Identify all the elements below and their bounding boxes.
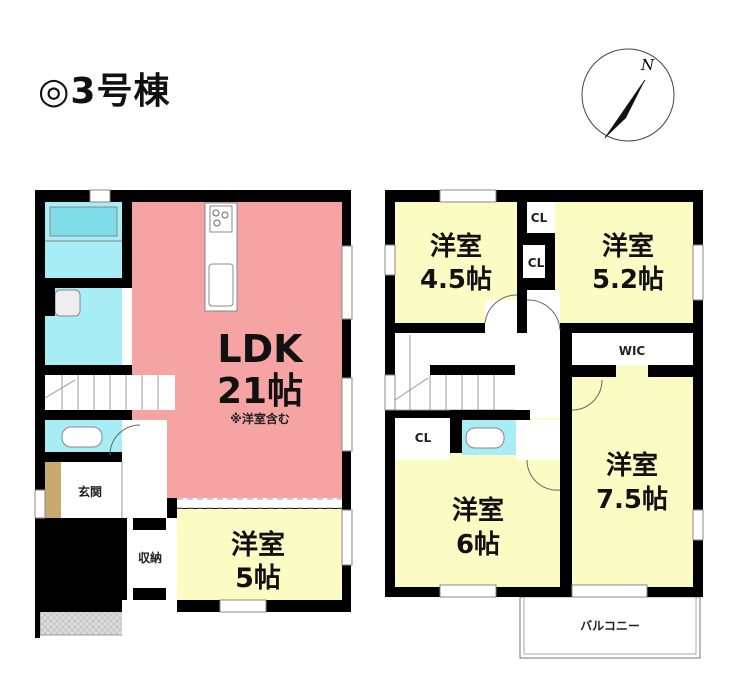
western5-size: 5帖: [235, 563, 281, 594]
shoe-shelf: [45, 462, 61, 518]
room-c-name: 洋室: [452, 495, 504, 526]
compass-icon: N: [581, 48, 675, 142]
toilet-icon-2f: [465, 427, 505, 449]
closet-2: [523, 245, 545, 278]
toilet-icon: [61, 426, 103, 448]
compass-north-label: N: [640, 56, 655, 74]
western-room-5: [177, 509, 342, 600]
walk-in-closet: [572, 333, 693, 365]
room-a-size: 4.5帖: [420, 265, 492, 295]
room-a-name: 洋室: [430, 231, 482, 262]
closet-1-label: CL: [531, 211, 548, 225]
western5-name: 洋室: [231, 529, 285, 561]
room-b-name: 洋室: [602, 231, 654, 262]
door-swings: [109, 294, 603, 491]
western-room-7-5: [572, 377, 693, 587]
windows-2f: [384, 189, 704, 598]
room-b-size: 5.2帖: [592, 265, 664, 295]
storage: [133, 530, 166, 588]
room-d-size: 7.5帖: [596, 485, 668, 515]
closet-1: [527, 202, 555, 233]
windows: [34, 189, 353, 613]
bathtub-icon: [49, 206, 118, 237]
building-title: ◎3号棟: [38, 71, 171, 112]
ldk-note: ※洋室含む: [230, 411, 290, 426]
ldk-size: 21帖: [217, 371, 303, 412]
kitchen-sink-icon: [208, 263, 234, 307]
second-floor-plan: 洋室 4.5帖 洋室 5.2帖 洋室 6帖 洋室 7.5帖 CL CL CL W…: [109, 189, 704, 659]
ldk-name: LDK: [217, 327, 304, 371]
western-room-5-2: [555, 202, 693, 323]
room-d-name: 洋室: [606, 450, 658, 481]
closet-3: [395, 418, 450, 460]
closet-3-label: CL: [415, 431, 432, 445]
balcony: [519, 596, 701, 659]
closet-2-label: CL: [528, 256, 545, 270]
room-c-size: 6帖: [456, 530, 500, 560]
balcony-label: バルコニー: [580, 619, 640, 633]
wic-label: WIC: [619, 344, 646, 358]
washbasin-icon: [54, 289, 81, 317]
storage-label: 収納: [138, 550, 162, 565]
hallway: [122, 420, 167, 518]
first-floor-plan: LDK 21帖 ※洋室含む 洋室 5帖 玄関 収納: [34, 189, 353, 640]
entrance-label: 玄関: [78, 484, 102, 499]
